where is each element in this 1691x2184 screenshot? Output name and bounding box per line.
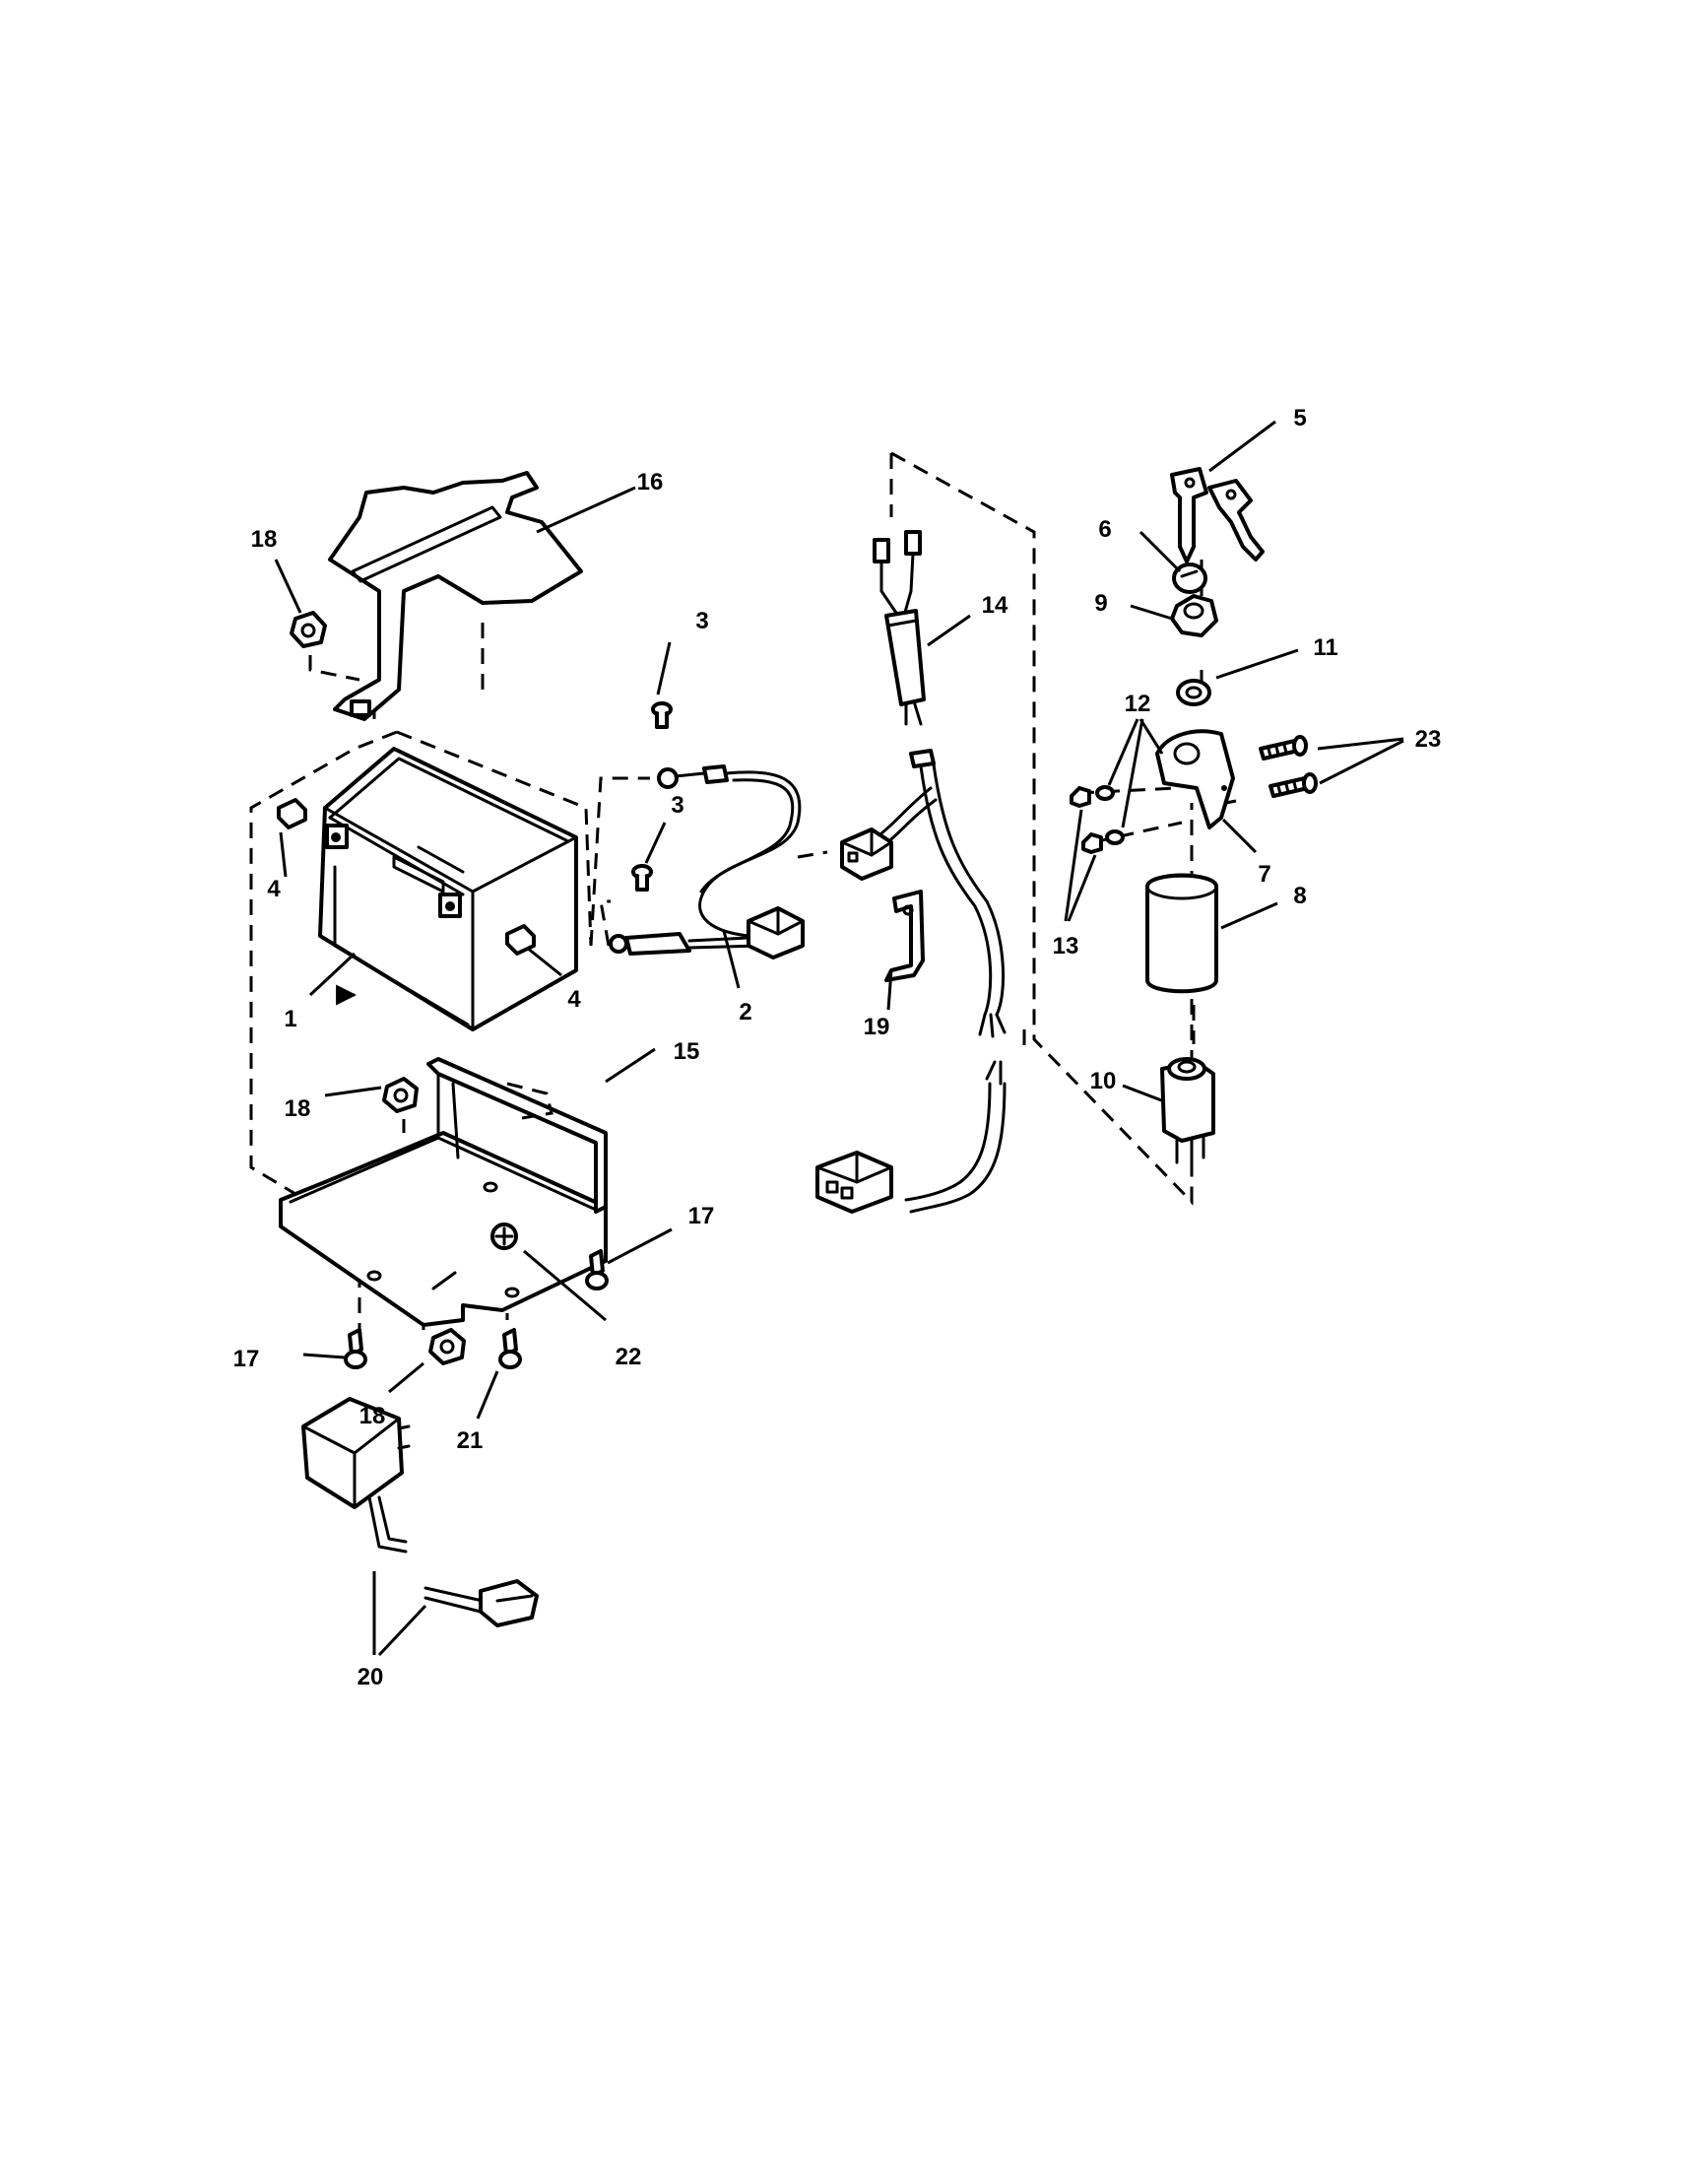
lock-washer-lower — [1105, 829, 1125, 845]
leader-lines — [274, 420, 1404, 1657]
terminal-bolt-lower — [631, 864, 653, 892]
battery-clip-left — [277, 798, 307, 829]
battery — [318, 747, 578, 1031]
callout-4-right: 4 — [567, 986, 581, 1013]
callout-7: 7 — [1258, 861, 1270, 888]
hex-nut-bottom — [428, 1328, 466, 1365]
battery-cable — [609, 764, 805, 960]
callout-19: 19 — [864, 1014, 890, 1040]
switch-bezel-ring — [1172, 563, 1207, 594]
callout-18-bottom: 18 — [359, 1403, 386, 1429]
callout-labels: 1 2 3 3 4 4 5 6 7 8 9 10 11 12 13 14 15 … — [233, 405, 1442, 1690]
callout-12: 12 — [1125, 691, 1151, 717]
callout-22: 22 — [616, 1344, 642, 1370]
small-nut-upper — [1070, 786, 1091, 808]
battery-clip-right — [505, 924, 536, 956]
battery-charger — [301, 1397, 539, 1627]
tray-bolt — [490, 1223, 518, 1250]
hex-nut-middle — [382, 1077, 419, 1113]
screw-right — [585, 1249, 609, 1291]
switch-washer — [1176, 679, 1211, 706]
lock-washer-upper — [1095, 785, 1115, 801]
callout-20: 20 — [358, 1664, 384, 1690]
callout-5: 5 — [1293, 405, 1306, 431]
callout-8: 8 — [1293, 883, 1306, 909]
callout-2: 2 — [739, 999, 751, 1026]
callout-17-left: 17 — [233, 1346, 260, 1372]
callout-13: 13 — [1053, 933, 1079, 960]
battery-hold-down-bracket — [328, 471, 583, 721]
small-nut-lower — [1081, 832, 1103, 854]
callout-21: 21 — [457, 1427, 484, 1454]
callout-18-middle: 18 — [285, 1095, 311, 1122]
callout-6: 6 — [1098, 516, 1111, 543]
callout-23: 23 — [1415, 726, 1442, 753]
wire-harness — [815, 530, 1007, 1214]
screw-left — [344, 1328, 367, 1369]
callout-4-left: 4 — [267, 876, 281, 902]
bracket-screw-upper — [1259, 735, 1308, 761]
callout-17-right: 17 — [688, 1203, 715, 1229]
callout-10: 10 — [1090, 1068, 1117, 1094]
callout-14: 14 — [982, 592, 1008, 619]
terminal-bolt-upper — [651, 701, 673, 729]
callout-18-top: 18 — [251, 526, 278, 553]
callout-11: 11 — [1313, 634, 1337, 661]
harness-clip — [884, 890, 925, 982]
switch-hex-nut — [1170, 594, 1218, 637]
callout-16: 16 — [637, 469, 664, 496]
tray-screw — [498, 1328, 522, 1369]
ignition-keys — [1170, 467, 1265, 563]
hex-nut-top — [290, 611, 327, 648]
battery-tray — [279, 1057, 608, 1327]
callout-15: 15 — [674, 1038, 700, 1065]
switch-boot — [1145, 873, 1218, 994]
callout-3-lower: 3 — [671, 792, 683, 819]
callout-1: 1 — [284, 1006, 296, 1032]
ignition-switch — [1160, 1057, 1215, 1166]
switch-mounting-bracket — [1155, 729, 1235, 829]
bracket-screw-lower — [1268, 772, 1318, 798]
callout-3-upper: 3 — [695, 608, 708, 634]
callout-9: 9 — [1094, 590, 1107, 617]
